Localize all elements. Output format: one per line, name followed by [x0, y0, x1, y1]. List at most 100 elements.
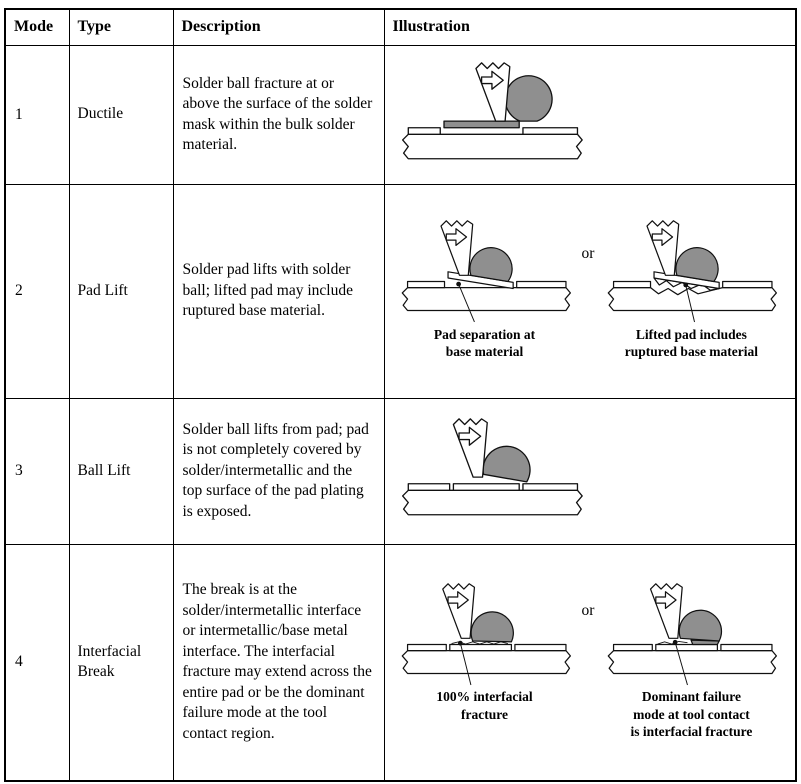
failure-description: Solder ball fracture at or above the sur…: [172, 44, 385, 185]
shear-tool: [439, 220, 473, 277]
solder-ball: [470, 610, 514, 643]
sheared-solder: [442, 120, 520, 129]
solder-mask-right: [521, 126, 578, 135]
shear-tool: [441, 582, 475, 639]
illustration-figure-pad-separation: [397, 219, 573, 325]
solder-ball: [481, 446, 531, 483]
or-label: or: [581, 601, 595, 619]
substrate: [608, 643, 778, 674]
solder-pad: [448, 643, 512, 651]
shear-tool: [452, 418, 488, 479]
mode-number: 2: [4, 183, 70, 399]
illustration-svg: [608, 220, 778, 323]
callout-dot: [455, 281, 461, 287]
solder-mask-right: [722, 281, 773, 289]
callout-dot: [457, 640, 463, 646]
solder-mask-left: [407, 126, 441, 135]
solder-pad: [452, 483, 520, 492]
substrate: [401, 643, 571, 674]
solder-ball: [675, 247, 720, 283]
failure-description: The break is at the solder/intermetallic…: [172, 543, 385, 782]
figure-caption: 100% interfacial fracture: [436, 689, 533, 722]
illustration-cell: [383, 44, 797, 185]
illustration-svg: [401, 582, 571, 685]
shear-direction-arrow-icon: [446, 590, 469, 609]
figure-with-caption: Dominant failure mode at tool contact is…: [603, 582, 779, 741]
col-header-mode: Mode: [4, 8, 70, 46]
illustration-cell: Pad separation at base material or Lifte…: [383, 183, 797, 399]
table-row-mode-4: 4 Interfacial Break The break is at the …: [4, 543, 797, 782]
solder-ball: [679, 609, 723, 642]
figure-group: 100% interfacial fracture or Dominant fa…: [397, 582, 790, 741]
illustration-figure-ball-lift: [397, 417, 585, 522]
table-row-mode-3: 3 Ball Lift Solder ball lifts from pad; …: [4, 397, 797, 545]
solder-mask-left: [407, 483, 450, 492]
failure-description: Solder ball lifts from pad; pad is not c…: [172, 397, 385, 545]
figure-group: [397, 417, 790, 522]
figure-caption: Pad separation at base material: [433, 326, 536, 360]
illustration-svg: [608, 582, 778, 685]
mode-number: 1: [4, 44, 70, 185]
substrate: [401, 483, 583, 516]
shear-direction-arrow-icon: [457, 427, 481, 447]
col-header-illustration: Illustration: [383, 8, 797, 46]
solder-mask-left: [406, 281, 445, 289]
figure-caption: Dominant failure mode at tool contact is…: [630, 689, 753, 740]
substrate: [401, 281, 571, 312]
callout: [673, 639, 689, 685]
solder-mask-right: [513, 643, 567, 651]
callout: [683, 282, 696, 323]
failure-type: Interfacial Break: [68, 543, 174, 782]
table-row-mode-2: 2 Pad Lift Solder pad lifts with solder …: [4, 183, 797, 399]
solder-mask-left: [406, 643, 447, 651]
failure-type: Ductile: [68, 44, 174, 185]
failure-description: Solder pad lifts with solder ball; lifte…: [172, 183, 385, 399]
solder-mask-right: [720, 643, 773, 651]
figure-with-caption: Lifted pad includes ruptured base materi…: [603, 219, 779, 361]
solder-ball: [468, 247, 513, 283]
col-header-description: Description: [172, 8, 385, 46]
figure-group: Pad separation at base material or Lifte…: [397, 219, 790, 361]
solder-pad: [655, 643, 719, 651]
failure-type: Ball Lift: [68, 397, 174, 545]
shear-direction-arrow-icon: [652, 228, 674, 247]
illustration-svg: [401, 62, 583, 160]
shear-direction-arrow-icon: [480, 70, 504, 90]
solder-mask-left: [613, 643, 654, 651]
figure-group: [397, 61, 790, 166]
figure-with-caption: Pad separation at base material: [397, 219, 573, 361]
header-row: Mode Type Description Illustration: [4, 8, 797, 46]
fracture-line: [657, 640, 688, 645]
failure-modes-table: Mode Type Description Illustration 1 Duc…: [4, 8, 797, 782]
illustration-figure-ductile: [397, 61, 585, 166]
callout-dot: [673, 639, 678, 645]
illustration-figure-interfacial-tool: [603, 582, 779, 688]
solder-mask-left: [613, 281, 652, 289]
illustration-cell: 100% interfacial fracture or Dominant fa…: [383, 543, 797, 782]
table-row-mode-1: 1 Ductile Solder ball fracture at or abo…: [4, 44, 797, 185]
col-header-type: Type: [68, 8, 174, 46]
substrate: [401, 126, 583, 160]
callout: [457, 640, 471, 685]
callout-dot: [683, 282, 689, 288]
or-label: or: [581, 245, 595, 263]
figure-caption: Lifted pad includes ruptured base materi…: [624, 326, 759, 360]
shear-tool: [646, 220, 680, 277]
illustration-cell: [383, 397, 797, 545]
illustration-svg: [401, 220, 571, 323]
substrate: [608, 281, 778, 312]
shear-direction-arrow-icon: [655, 590, 678, 609]
solder-mask-right: [515, 281, 567, 289]
shear-direction-arrow-icon: [445, 228, 467, 247]
illustration-svg: [401, 418, 583, 516]
figure-with-caption: 100% interfacial fracture: [397, 582, 573, 724]
callout: [455, 281, 475, 323]
shear-tool: [474, 62, 510, 122]
solder-ball: [503, 75, 553, 122]
failure-type: Pad Lift: [68, 183, 174, 399]
mode-number: 4: [4, 543, 70, 782]
illustration-figure-interfacial-100: [397, 582, 573, 688]
illustration-figure-pad-ruptured: [603, 219, 779, 325]
mode-number: 3: [4, 397, 70, 545]
